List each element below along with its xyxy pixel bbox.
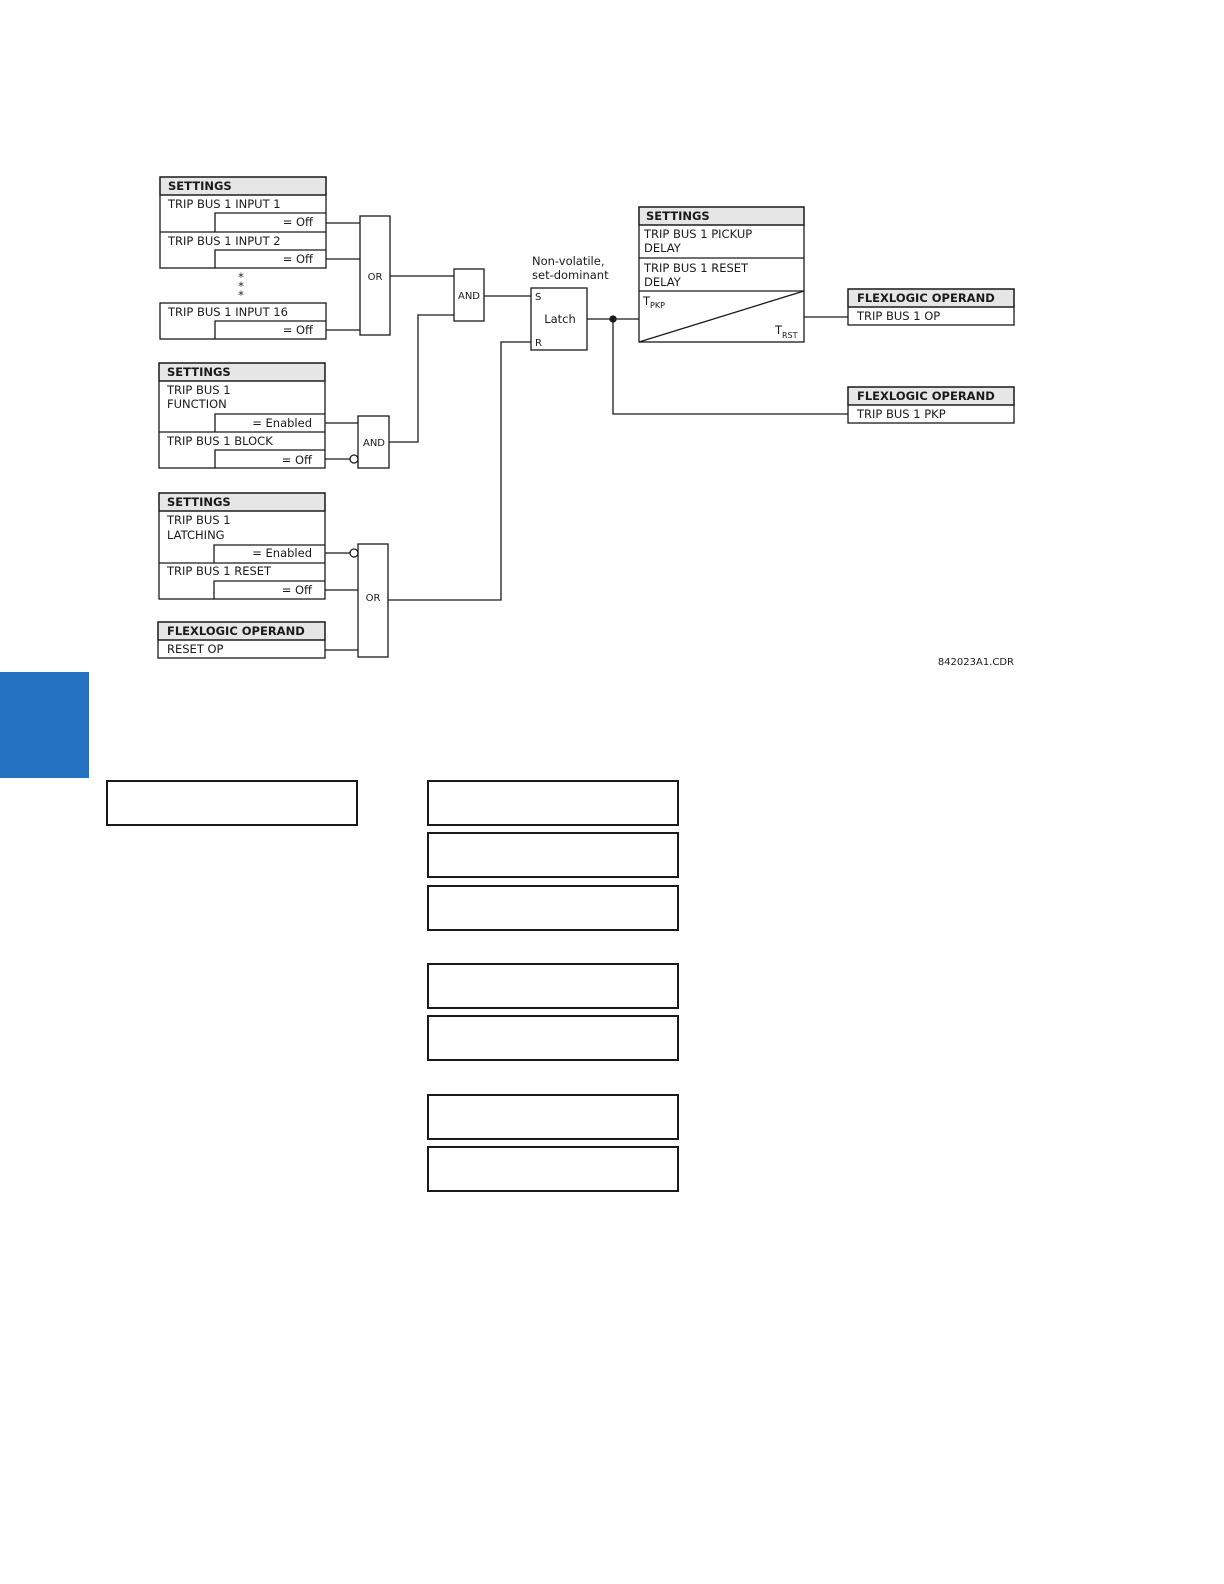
- menu-box-2: [427, 832, 679, 878]
- ellipsis-star-1: *: [238, 270, 244, 284]
- latch-note-line1: Non-volatile,: [532, 254, 604, 268]
- and-gate-function-label: AND: [363, 438, 385, 449]
- flexlogic-op-header: FLEXLOGIC OPERAND: [857, 291, 995, 305]
- reset-delay-line1: TRIP BUS 1 RESET: [643, 261, 749, 275]
- pickup-delay-line1: TRIP BUS 1 PICKUP: [643, 227, 752, 241]
- trip-bus-input-1-label: TRIP BUS 1 INPUT 1: [167, 197, 281, 211]
- wires: [325, 222, 848, 651]
- and-gate-main: [453, 268, 485, 322]
- settings-function-header: SETTINGS: [167, 365, 231, 379]
- latch-reset-terminal: R: [535, 338, 542, 349]
- menu-box-1: [427, 780, 679, 826]
- chapter-side-tab: [0, 672, 89, 778]
- ellipsis-star-2: *: [238, 279, 244, 293]
- settings-inputs-block: [159, 176, 327, 340]
- menu-box-5: [427, 1015, 679, 1061]
- flexlogic-pkp-header: FLEXLOGIC OPERAND: [857, 389, 995, 403]
- latch-set-terminal: S: [535, 292, 541, 303]
- latching-label-line2: LATCHING: [167, 528, 225, 542]
- settings-latching-block: [158, 492, 326, 600]
- input-1-value: = Off: [283, 215, 314, 229]
- block-label: TRIP BUS 1 BLOCK: [166, 434, 273, 448]
- tpkp-label-main: T: [642, 294, 651, 308]
- input-16-value: = Off: [283, 323, 314, 337]
- reset-delay-line2: DELAY: [644, 275, 682, 289]
- menu-box-6: [427, 1094, 679, 1140]
- pickup-delay-line2: DELAY: [644, 241, 682, 255]
- junction-dot: [609, 315, 617, 323]
- function-label-line1: TRIP BUS 1: [166, 383, 231, 397]
- reset-label: TRIP BUS 1 RESET: [166, 564, 272, 578]
- latching-value: = Enabled: [252, 546, 312, 560]
- latching-label-line1: TRIP BUS 1: [166, 513, 231, 527]
- flexlogic-reset-header: FLEXLOGIC OPERAND: [167, 624, 305, 638]
- or-gate-inputs-label: OR: [368, 272, 383, 283]
- block-value: = Off: [282, 453, 313, 467]
- trip-bus-input-16-label: TRIP BUS 1 INPUT 16: [167, 305, 288, 319]
- or-gate-reset-label: OR: [366, 593, 381, 604]
- settings-inputs-header: SETTINGS: [168, 179, 232, 193]
- latch-label: Latch: [544, 312, 576, 326]
- menu-box-4: [427, 963, 679, 1009]
- flexlogic-reset-block: [157, 621, 326, 659]
- settings-timer-block: [638, 206, 805, 343]
- menu-box-3: [427, 885, 679, 931]
- trst-label-main: T: [774, 323, 783, 337]
- flexlogic-op-block: [847, 288, 1015, 326]
- function-label-line2: FUNCTION: [167, 397, 227, 411]
- settings-latching-header: SETTINGS: [167, 495, 231, 509]
- input-2-value: = Off: [283, 252, 314, 266]
- inverter-bubble-block: [349, 454, 359, 464]
- menu-box-7: [427, 1146, 679, 1192]
- tpkp-label-sub: PKP: [650, 301, 665, 310]
- menu-box-settings-path: [106, 780, 358, 826]
- latch-note-line2: set-dominant: [532, 268, 609, 282]
- ellipsis-star-3: *: [238, 288, 244, 302]
- and-gate-main-label: AND: [458, 291, 480, 302]
- reset-value: = Off: [282, 583, 313, 597]
- flexlogic-pkp-name: TRIP BUS 1 PKP: [856, 407, 946, 421]
- timer-ramp-line: [638, 290, 805, 343]
- inverter-bubble-latching: [349, 548, 359, 558]
- flexlogic-op-name: TRIP BUS 1 OP: [856, 309, 940, 323]
- settings-function-block: [158, 362, 326, 469]
- flexlogic-reset-name: RESET OP: [167, 642, 224, 656]
- trst-label-sub: RST: [782, 331, 798, 340]
- function-value: = Enabled: [252, 416, 312, 430]
- figure-id: 842023A1.CDR: [938, 657, 1014, 668]
- trip-bus-input-2-label: TRIP BUS 1 INPUT 2: [167, 234, 281, 248]
- settings-timer-header: SETTINGS: [646, 209, 710, 223]
- flexlogic-pkp-block: [847, 386, 1015, 424]
